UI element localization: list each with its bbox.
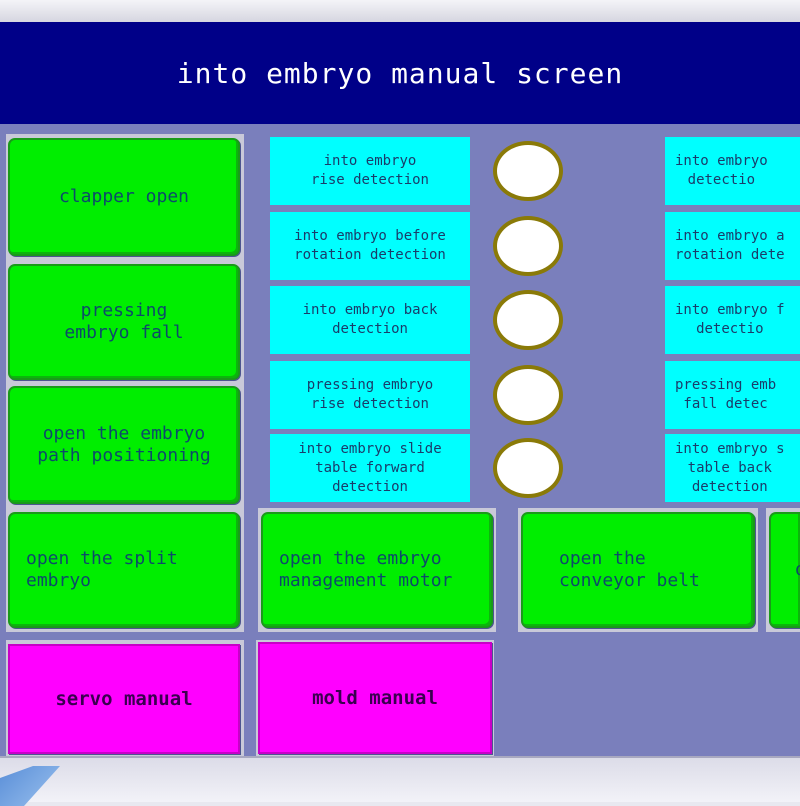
open-embryo-management-motor-button[interactable]: open the embryo management motor <box>261 512 493 628</box>
servo-manual-button[interactable]: servo manual <box>8 644 240 754</box>
pressing-embryo-rise-detection-text: pressing embryo rise detection <box>306 377 434 412</box>
clapper-open-button[interactable]: clapper open <box>8 138 240 256</box>
servo-manual-label: servo manual <box>55 688 193 710</box>
rise-detection-lamp <box>493 141 563 201</box>
pressing-embryo-fall-detection-text: pressing emb fall detec <box>675 377 777 412</box>
into-embryo-detection-label-right: into embryo detectio <box>665 137 800 205</box>
into-embryo-slide-table-back-detection-text: into embryo s table back detection <box>675 440 785 495</box>
into-embryo-slide-table-forward-detection-text: into embryo slide table forward detectio… <box>298 440 442 495</box>
into-embryo-front-detection-text: into embryo f detectio <box>675 302 785 337</box>
back-detection-lamp <box>493 290 563 350</box>
pressing-embryo-fall-button[interactable]: pressing embryo fall <box>8 264 240 380</box>
mold-manual-label: mold manual <box>312 687 438 709</box>
open-conveyor-belt-label: open the conveyor belt <box>559 548 700 591</box>
open-split-embryo-button[interactable]: open the split embryo <box>8 512 240 628</box>
pressing-embryo-rise-detection-label: pressing embryo rise detection <box>270 361 470 429</box>
into-embryo-back-detection-text: into embryo back detection <box>302 302 438 337</box>
taskbar-tab-shape <box>0 766 60 806</box>
open-split-embryo-label: open the split embryo <box>26 548 178 591</box>
open-embryo-path-positioning-button[interactable]: open the embryo path positioning <box>8 386 240 504</box>
open-embryo-management-motor-label: open the embryo management motor <box>279 548 453 591</box>
into-embryo-before-rotation-detection-label: into embryo before rotation detection <box>270 212 470 280</box>
into-embryo-after-rotation-detection-text: into embryo a rotation dete <box>675 228 785 263</box>
screen-title: into embryo manual screen <box>176 56 624 90</box>
pressing-embryo-fall-label: pressing embryo fall <box>64 300 184 343</box>
manual-panel: clapper open pressing embryo fall open t… <box>0 124 800 756</box>
open-clipped-button[interactable]: o <box>769 512 800 628</box>
into-embryo-front-detection-label: into embryo f detectio <box>665 286 800 354</box>
mold-manual-button[interactable]: mold manual <box>258 642 492 754</box>
into-embryo-after-rotation-detection-label: into embryo a rotation dete <box>665 212 800 280</box>
slide-table-forward-detection-lamp <box>493 438 563 498</box>
pressing-rise-detection-lamp <box>493 365 563 425</box>
into-embryo-detection-text-right: into embryo detectio <box>675 153 768 188</box>
clapper-open-label: clapper open <box>58 186 190 207</box>
into-embryo-slide-table-back-detection-label: into embryo s table back detection <box>665 434 800 502</box>
before-rotation-detection-lamp <box>493 216 563 276</box>
window-bottom-bar <box>0 756 800 806</box>
pressing-embryo-fall-detection-label: pressing emb fall detec <box>665 361 800 429</box>
window-top-strip <box>0 0 800 23</box>
into-embryo-slide-table-forward-detection-label: into embryo slide table forward detectio… <box>270 434 470 502</box>
screen-header: into embryo manual screen <box>0 22 800 124</box>
into-embryo-back-detection-label: into embryo back detection <box>270 286 470 354</box>
open-clipped-label: o <box>771 559 800 581</box>
into-embryo-rise-detection-text: into embryo rise detection <box>310 153 429 188</box>
into-embryo-rise-detection-label: into embryo rise detection <box>270 137 470 205</box>
into-embryo-before-rotation-detection-text: into embryo before rotation detection <box>294 228 446 263</box>
open-embryo-path-positioning-label: open the embryo path positioning <box>37 423 211 466</box>
open-conveyor-belt-button[interactable]: open the conveyor belt <box>521 512 755 628</box>
